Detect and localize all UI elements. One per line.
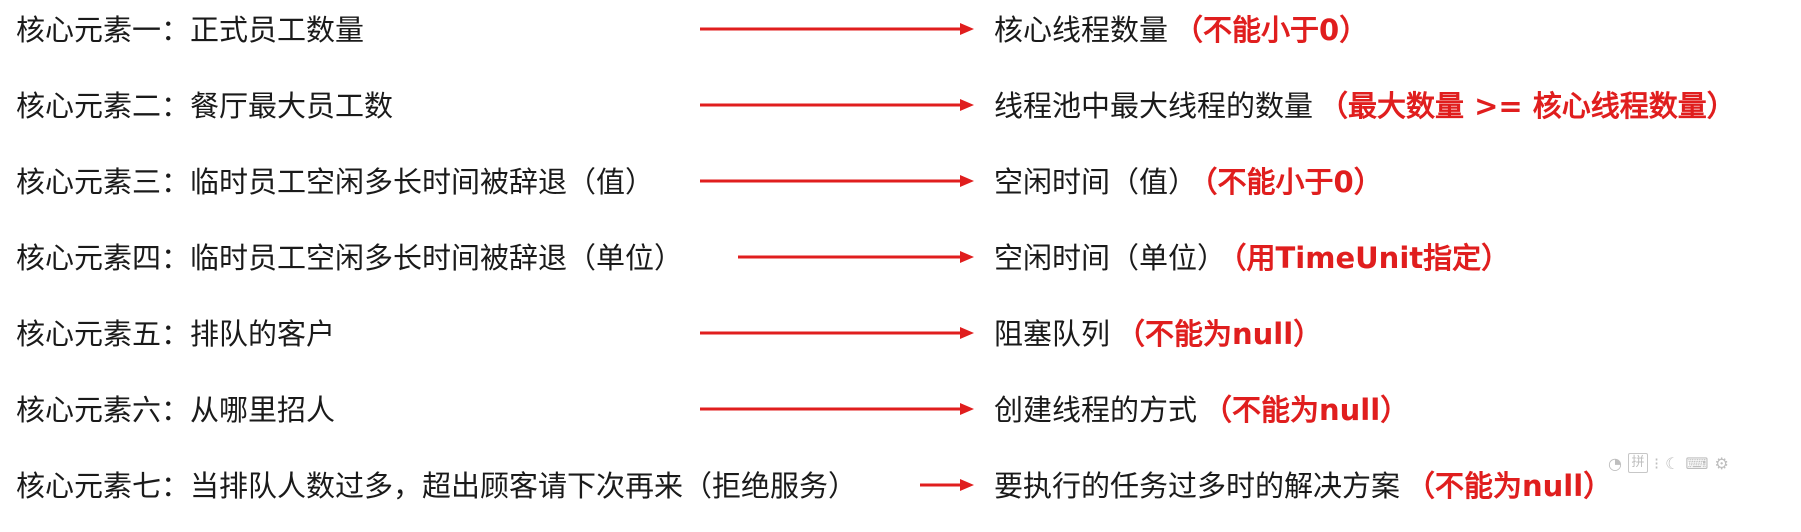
- ime-toolbar[interactable]: ◔ 拼 ⁝ ☾ ⌨ ⚙: [1608, 450, 1798, 476]
- core-element-label: 核心元素五：排队的客户: [16, 317, 336, 351]
- param-text: 创建线程的方式: [994, 393, 1198, 427]
- right-arrow-icon: [700, 402, 974, 416]
- right-arrow-icon: [700, 22, 974, 36]
- mapping-row-2: 核心元素二：餐厅最大员工数 线程池中最大线程的数量（最大数量 >= 核心线程数量…: [0, 76, 1801, 152]
- thread-pool-param: 线程池中最大线程的数量（最大数量 >= 核心线程数量）: [994, 86, 1736, 126]
- param-note: （用TimeUnit指定）: [1232, 241, 1511, 275]
- mapping-row-1: 核心元素一：正式员工数量 核心线程数量（不能小于0）: [0, 0, 1801, 76]
- ime-moon-icon[interactable]: ☾: [1665, 453, 1680, 473]
- param-note: （最大数量 >= 核心线程数量）: [1319, 89, 1736, 123]
- mapping-row-5: 核心元素五：排队的客户 阻塞队列（不能为null）: [0, 304, 1801, 380]
- param-note: （不能小于0）: [1203, 165, 1383, 199]
- ime-keyboard-icon[interactable]: ⌨: [1685, 453, 1709, 473]
- param-text: 阻塞队列: [994, 317, 1111, 351]
- right-arrow-icon: [700, 326, 974, 340]
- ime-settings-icon[interactable]: ⚙: [1714, 453, 1729, 473]
- param-note: （不能为null）: [1406, 469, 1613, 503]
- right-arrow-icon: [700, 174, 974, 188]
- right-arrow-icon: [920, 478, 974, 492]
- core-element-label: 核心元素一：正式员工数量: [16, 13, 365, 47]
- thread-pool-param: 要执行的任务过多时的解决方案（不能为null）: [994, 466, 1612, 506]
- param-text: 线程池中最大线程的数量: [994, 89, 1314, 123]
- core-element-label: 核心元素四：临时员工空闲多长时间被辞退（单位）: [16, 241, 684, 275]
- param-text: 核心线程数量: [994, 13, 1169, 47]
- param-text: 空闲时间（单位）: [994, 241, 1227, 275]
- param-text: 空闲时间（值）: [994, 165, 1198, 199]
- mapping-row-4: 核心元素四：临时员工空闲多长时间被辞退（单位） 空闲时间（单位）（用TimeUn…: [0, 228, 1801, 304]
- core-element-label: 核心元素七：当排队人数过多，超出顾客请下次再来（拒绝服务）: [16, 469, 858, 503]
- thread-pool-param: 空闲时间（值）（不能小于0）: [994, 162, 1383, 202]
- thread-pool-param: 核心线程数量（不能小于0）: [994, 10, 1368, 50]
- thread-pool-param: 空闲时间（单位）（用TimeUnit指定）: [994, 238, 1510, 278]
- core-element-label: 核心元素二：餐厅最大员工数: [16, 89, 394, 123]
- ime-pinyin-button[interactable]: 拼: [1627, 453, 1648, 473]
- core-element-label: 核心元素三：临时员工空闲多长时间被辞退（值）: [16, 165, 655, 199]
- thread-pool-param: 创建线程的方式（不能为null）: [994, 390, 1409, 430]
- right-arrow-icon: [700, 98, 974, 112]
- mapping-row-7: 核心元素七：当排队人数过多，超出顾客请下次再来（拒绝服务） 要执行的任务过多时的…: [0, 456, 1801, 532]
- ime-punctuation-icon[interactable]: ⁝: [1653, 453, 1660, 473]
- mapping-row-3: 核心元素三：临时员工空闲多长时间被辞退（值） 空闲时间（值）（不能小于0）: [0, 152, 1801, 228]
- param-text: 要执行的任务过多时的解决方案: [994, 469, 1401, 503]
- param-note: （不能小于0）: [1174, 13, 1369, 47]
- thread-pool-param: 阻塞队列（不能为null）: [994, 314, 1322, 354]
- param-note: （不能为null）: [1203, 393, 1410, 427]
- mapping-row-6: 核心元素六：从哪里招人 创建线程的方式（不能为null）: [0, 380, 1801, 456]
- right-arrow-icon: [738, 250, 974, 264]
- core-element-label: 核心元素六：从哪里招人: [16, 393, 336, 427]
- ime-logo-icon[interactable]: ◔: [1608, 453, 1622, 473]
- param-note: （不能为null）: [1116, 317, 1323, 351]
